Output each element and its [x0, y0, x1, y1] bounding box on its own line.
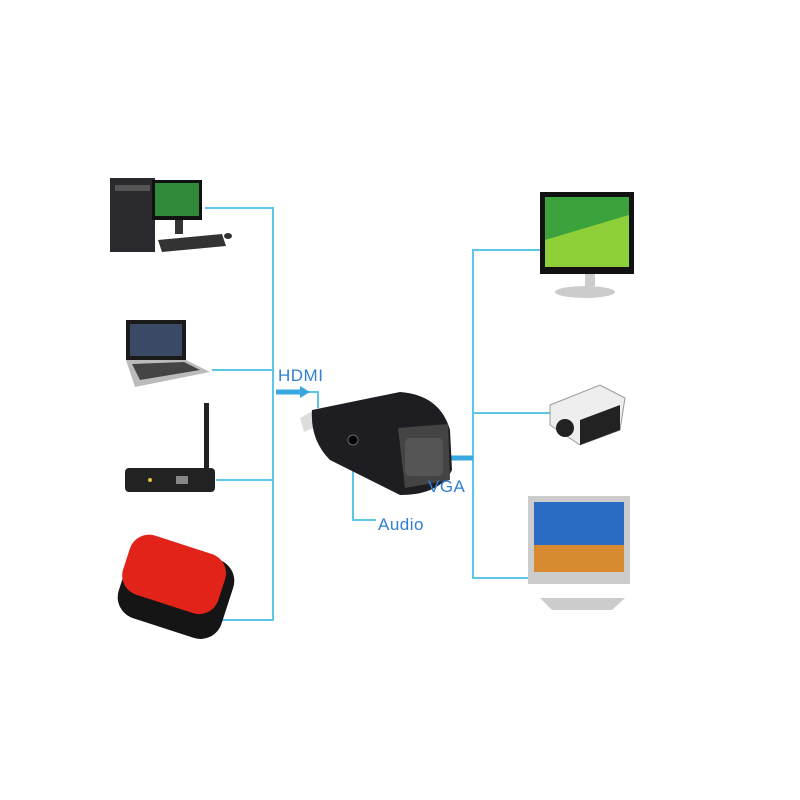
- hdmi-vga-adapter-image: [300, 392, 452, 495]
- hdmi-label: HDMI: [278, 366, 324, 385]
- game-box-image: [117, 534, 235, 639]
- tv-image: [528, 496, 630, 610]
- desktop-computer-image: [110, 178, 232, 252]
- display-bus-line: [472, 249, 550, 579]
- laptop-image: [126, 320, 210, 387]
- monitor-image: [540, 192, 634, 298]
- audio-label: Audio: [378, 515, 424, 534]
- set-top-box-image: [125, 403, 215, 492]
- hdmi-connector-line: [305, 391, 319, 408]
- hdmi-arrow-head: [300, 386, 310, 398]
- vga-label: VGA: [428, 477, 466, 496]
- source-bus-line: [205, 207, 274, 621]
- projector-image: [549, 384, 626, 446]
